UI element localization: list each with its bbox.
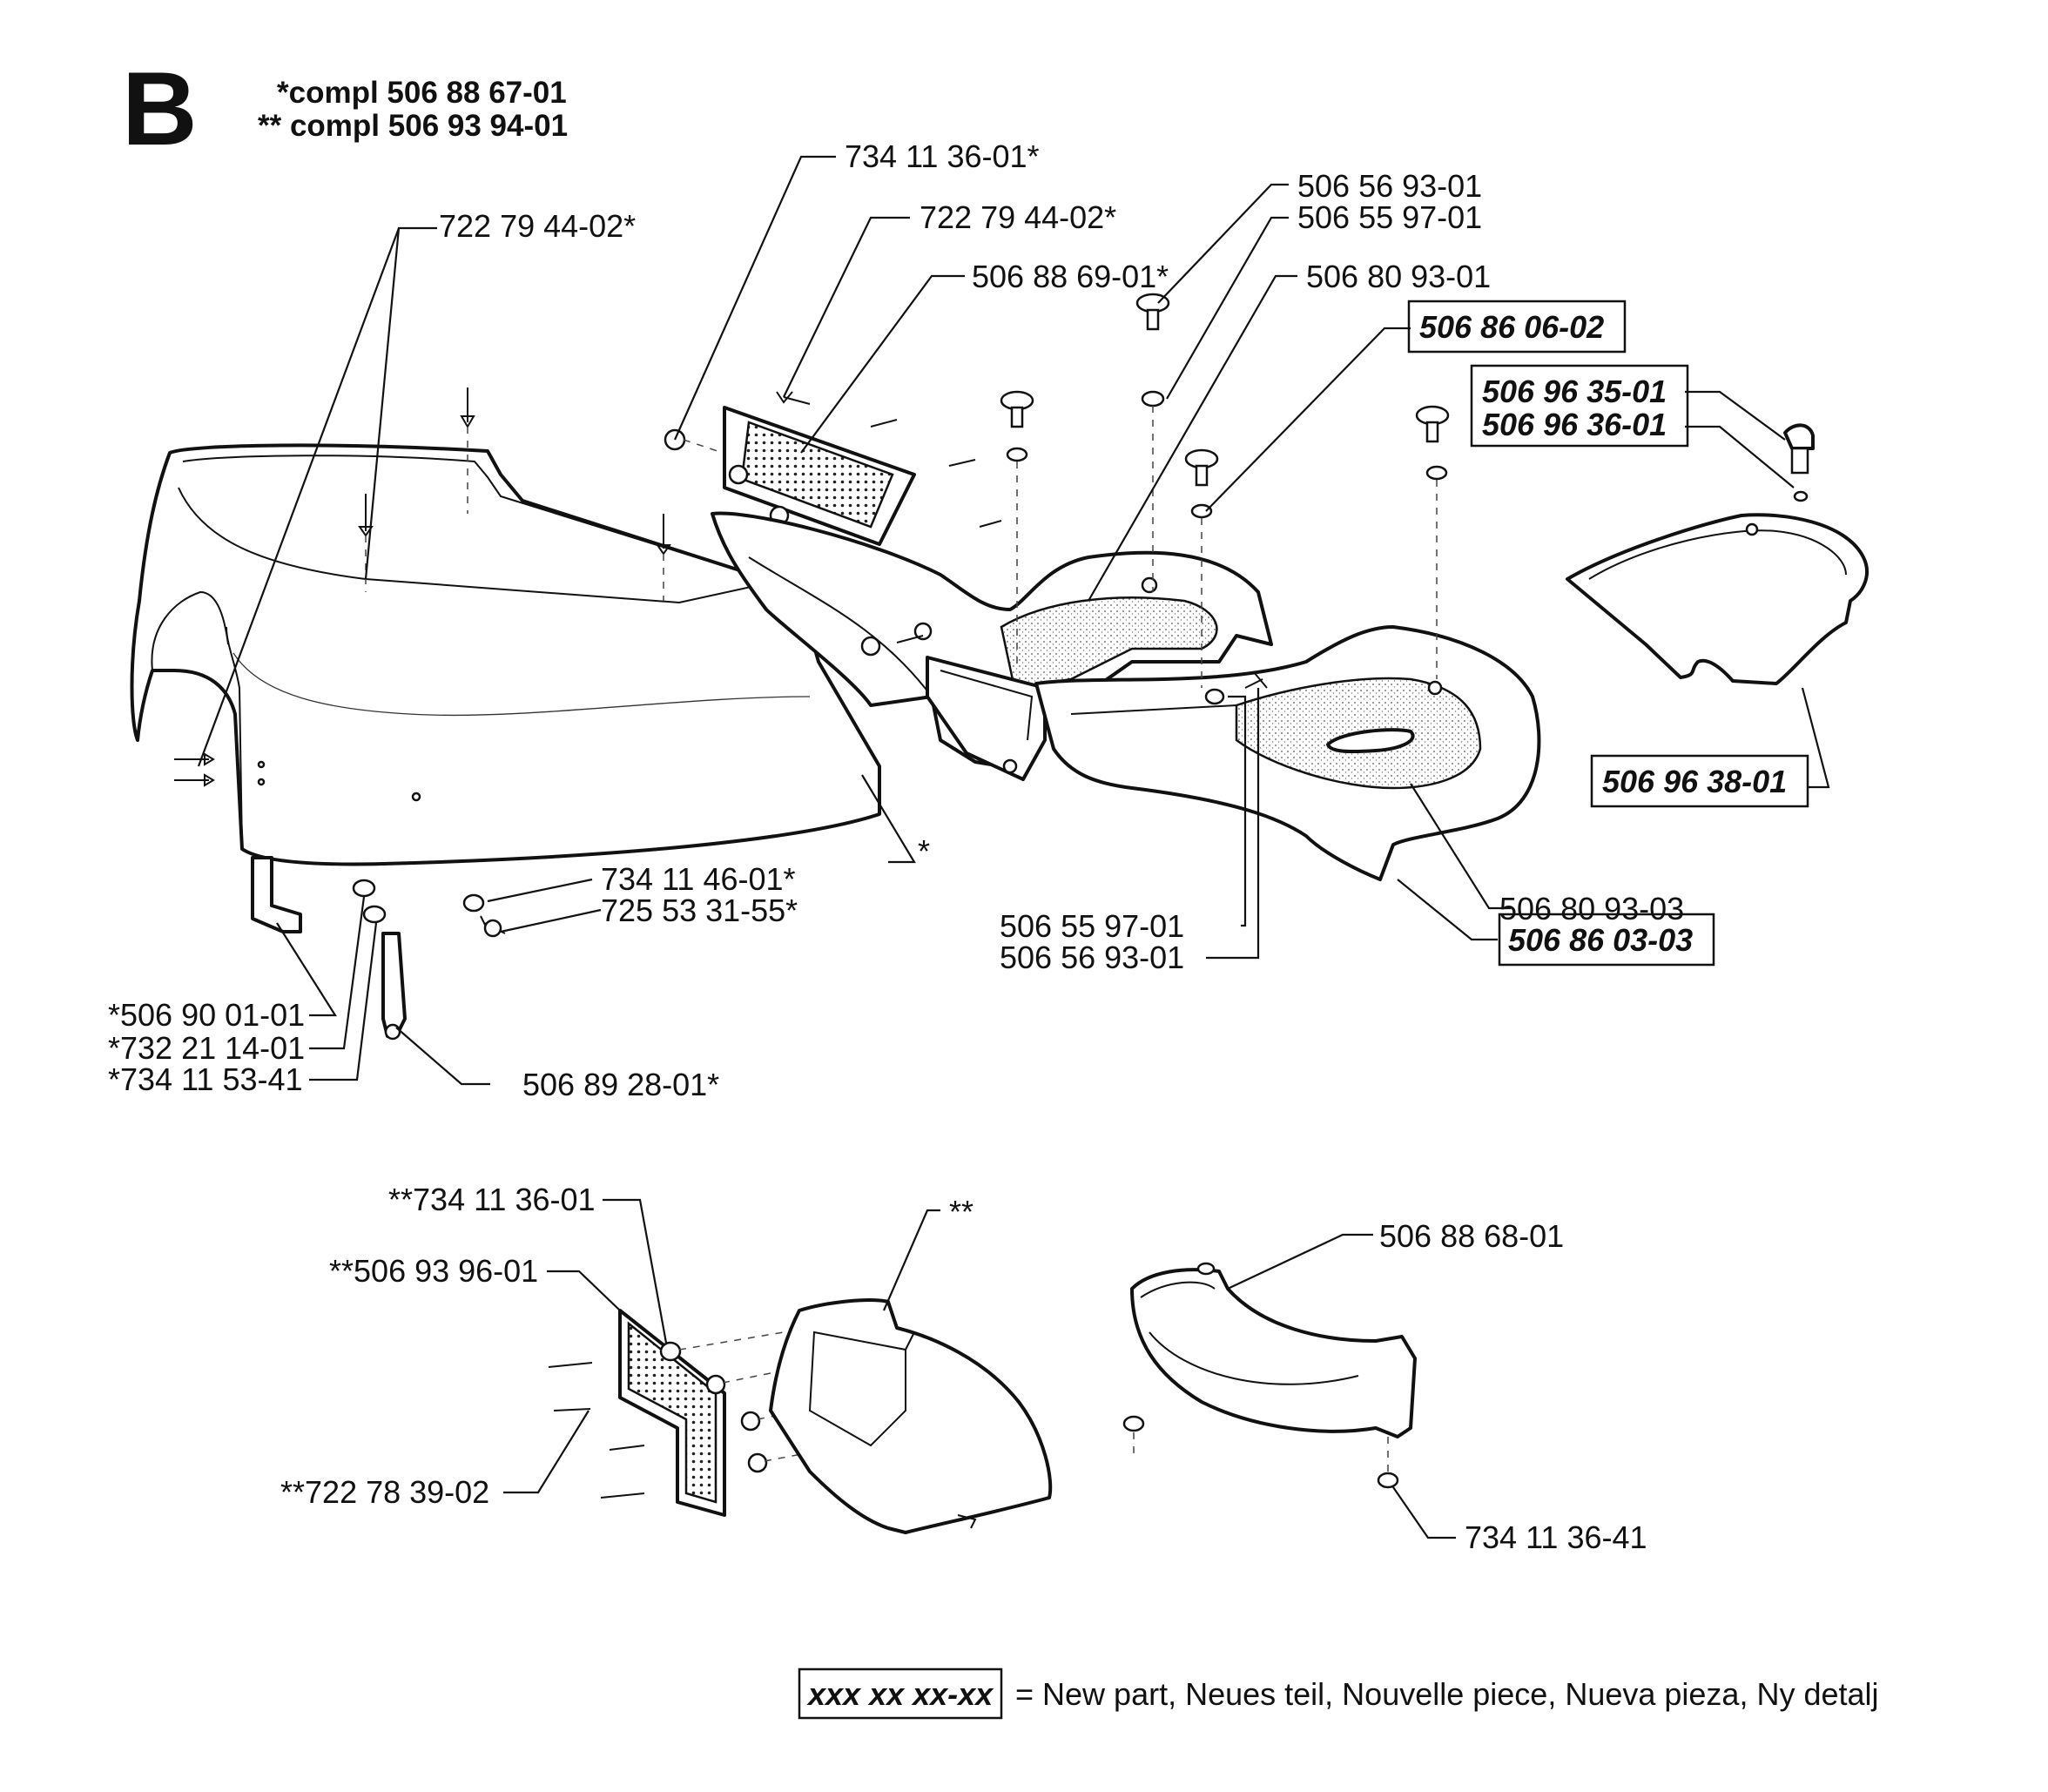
new-part-box-506860602 [1407, 300, 1627, 354]
label-star-506-90-01-01: *506 90 01-01 [108, 997, 305, 1033]
label-734-11-36-01-star: 734 11 36-01* [845, 138, 1040, 174]
compl-kit-single-star: *compl 506 88 67-01 [277, 76, 567, 110]
label-506-55-97-01-top: 506 55 97-01 [1297, 199, 1482, 235]
new-part-box-506860303 [1498, 913, 1715, 967]
legend-sample-number: xxx xx xx-xx [806, 1676, 994, 1712]
label-2star-722-78-39-02: **722 78 39-02 [280, 1474, 489, 1510]
label-725-53-31-55-star: 725 53 31-55* [601, 893, 798, 928]
lower-bin [1122, 1262, 1417, 1489]
new-part-box-50696350136 [1470, 364, 1689, 448]
section-letter: B [122, 51, 198, 167]
label-506-55-97-01-bottom: 506 55 97-01 [1000, 908, 1184, 944]
rivet-pins [174, 387, 671, 787]
label-star-734-11-53-41: *734 11 53-41 [108, 1061, 303, 1097]
legend-sample-box [798, 1667, 1003, 1720]
label-506-56-93-01-top: 506 56 93-01 [1297, 168, 1482, 204]
leader-lines [197, 155, 1830, 1539]
compl-kit-double-star: ** compl 506 93 94-01 [258, 109, 568, 143]
label-506-86-03-03: 506 86 03-03 [1508, 922, 1693, 958]
new-part-box-506963801 [1590, 754, 1809, 808]
footrest-floor [1034, 625, 1541, 881]
label-506-96-36-01: 506 96 36-01 [1482, 407, 1667, 442]
label-star-732-21-14-01: *732 21 14-01 [108, 1030, 305, 1066]
knobs-and-washers [1000, 293, 1450, 705]
label-506-89-28-01-star: 506 89 28-01* [522, 1067, 719, 1102]
rear-body-shell [130, 443, 881, 866]
storage-lid [1566, 513, 1869, 685]
lower-cover [769, 1298, 1053, 1534]
label-506-80-93-01: 506 80 93-01 [1306, 259, 1491, 294]
shell-screws [462, 893, 506, 938]
label-506-88-68-01: 506 88 68-01 [1379, 1218, 1564, 1254]
label-506-88-69-01-star: 506 88 69-01* [972, 259, 1169, 294]
hinge-bracket [251, 856, 407, 1041]
label-722-79-44-02-star-right: 722 79 44-02* [920, 199, 1116, 235]
label-734-11-46-01-star: 734 11 46-01* [601, 861, 796, 897]
label-506-56-93-01-bottom: 506 56 93-01 [1000, 940, 1184, 975]
legend-text: = New part, Neues teil, Nouvelle piece, … [1015, 1676, 1879, 1712]
lock-knob [1783, 423, 1815, 502]
label-506-96-35-01: 506 96 35-01 [1482, 374, 1667, 409]
label-506-96-38-01: 506 96 38-01 [1602, 764, 1787, 799]
label-506-86-06-02: 506 86 06-02 [1419, 309, 1604, 345]
label-star-shell: * [918, 833, 930, 869]
label-2star-506-93-96-01: **506 93 96-01 [329, 1253, 538, 1289]
label-2star-lower-cover: ** [949, 1194, 973, 1229]
label-734-11-36-41: 734 11 36-41 [1465, 1519, 1647, 1555]
label-506-80-93-03: 506 80 93-03 [1499, 891, 1684, 926]
label-2star-734-11-36-01: **734 11 36-01 [388, 1182, 596, 1217]
label-722-79-44-02-star-left: 722 79 44-02* [439, 208, 636, 244]
